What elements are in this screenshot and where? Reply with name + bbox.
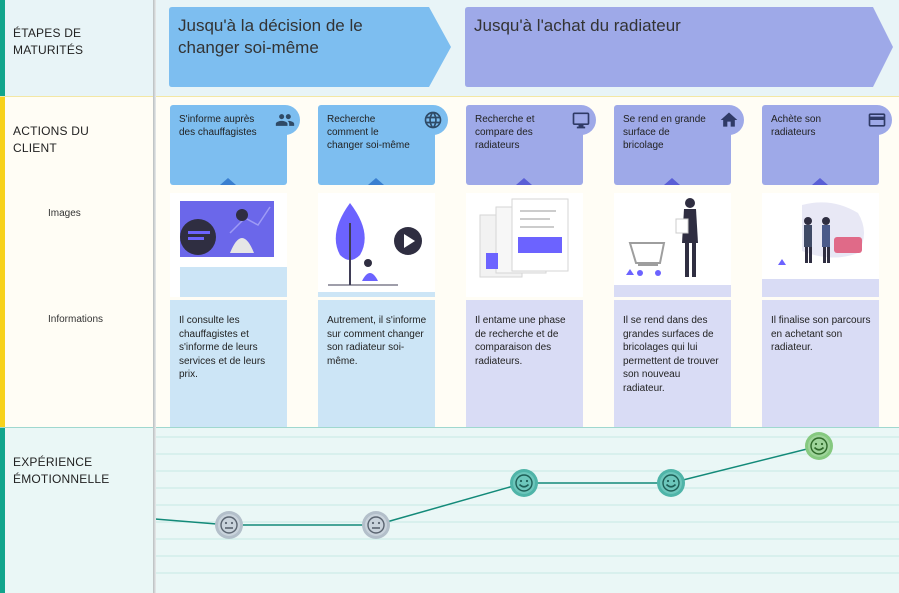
info-card: Il entame une phase de recherche et de c… (466, 300, 583, 427)
images-label: Images (48, 208, 81, 219)
emotion-face-neutral-icon (362, 511, 390, 539)
phase-header-purchase[interactable]: Jusqu'à l'achat du radiateur (465, 7, 895, 87)
info-text: Il consulte les chauffagistes et s'infor… (179, 314, 279, 382)
action-text: Achète son radiateurs (771, 113, 856, 139)
info-card: Autrement, il s'informe sur comment chan… (318, 300, 435, 427)
emotion-face-neutral-icon (215, 511, 243, 539)
phase-title: Jusqu'à l'achat du radiateur (474, 15, 681, 37)
action-text: Se rend en grande surface de bricolage (623, 113, 708, 152)
monitor-icon (566, 105, 596, 135)
emotion-label-line: ÉMOTIONNELLE (13, 471, 109, 488)
maturity-label-line: ÉTAPES DE (13, 25, 83, 42)
people-icon (270, 105, 300, 135)
action-text: Recherche et compare des radiateurs (475, 113, 560, 152)
credit-card-icon (862, 105, 892, 135)
phase-title-line: Jusqu'à l'achat du radiateur (474, 15, 681, 37)
globe-icon (418, 105, 448, 135)
emotion-face-happy-icon (657, 469, 685, 497)
actions-label-line: ACTIONS DU (13, 123, 89, 140)
card-pointer (368, 178, 384, 185)
emotion-label-line: EXPÉRIENCE (13, 454, 109, 471)
emotion-grid (0, 427, 899, 593)
video-tree-illustration (318, 193, 435, 297)
emotion-label: EXPÉRIENCE ÉMOTIONNELLE (13, 454, 109, 488)
emotion-curve (155, 446, 819, 525)
phase-title-line: changer soi-même (178, 37, 363, 59)
emotion-face-very-happy-icon (805, 432, 833, 460)
maturity-label-line: MATURITÉS (13, 42, 83, 59)
informations-label: Informations (48, 314, 103, 325)
card-pointer (812, 178, 828, 185)
phase-title: Jusqu'à la décision de le changer soi-mê… (178, 15, 363, 59)
action-text: S'informe auprès des chauffagistes (179, 113, 264, 139)
actions-label-line: CLIENT (13, 140, 89, 157)
home-icon (714, 105, 744, 135)
info-text: Il se rend dans des grandes surfaces de … (623, 314, 723, 395)
info-text: Il entame une phase de recherche et de c… (475, 314, 575, 368)
maturity-label: ÉTAPES DE MATURITÉS (13, 25, 83, 59)
card-pointer (516, 178, 532, 185)
info-card: Il finalise son parcours en achetant son… (762, 300, 879, 427)
row-divider (0, 96, 899, 97)
actions-label: ACTIONS DU CLIENT (13, 123, 89, 157)
info-card: Il consulte les chauffagistes et s'infor… (170, 300, 287, 427)
maturity-accent-bar (0, 0, 5, 96)
documents-illustration (466, 193, 583, 297)
card-pointer (664, 178, 680, 185)
card-pointer (220, 178, 236, 185)
info-card: Il se rend dans des grandes surfaces de … (614, 300, 731, 427)
shopping-cart-illustration (614, 193, 731, 297)
actions-accent-bar (0, 96, 5, 427)
emotion-face-happy-icon (510, 469, 538, 497)
action-text: Recherche comment le changer soi-même (327, 113, 412, 152)
phase-title-line: Jusqu'à la décision de le (178, 15, 363, 37)
computer-presentation-illustration (170, 193, 287, 297)
info-text: Autrement, il s'informe sur comment chan… (327, 314, 427, 368)
sidebar-divider (153, 0, 156, 593)
handshake-illustration (762, 193, 879, 297)
phase-header-decision[interactable]: Jusqu'à la décision de le changer soi-mê… (169, 7, 452, 87)
info-text: Il finalise son parcours en achetant son… (771, 314, 871, 355)
